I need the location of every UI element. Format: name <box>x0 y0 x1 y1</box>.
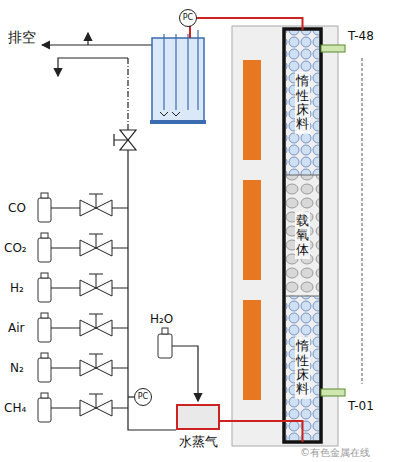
condenser <box>150 18 206 124</box>
gas-cylinder <box>38 238 51 262</box>
pressure-controller: PC <box>134 388 152 406</box>
gas-supply <box>38 193 128 422</box>
gas-name: H₂ <box>10 282 24 294</box>
heated-line <box>197 18 303 30</box>
valve-handle <box>89 274 103 288</box>
gas-cylinder <box>38 198 51 222</box>
water-bottle <box>158 328 198 401</box>
pc-text: PC <box>138 393 148 401</box>
gas-name: Air <box>8 322 24 334</box>
gas-cylinder <box>38 278 51 302</box>
gas-cylinder <box>38 398 51 422</box>
inert-bed-section: 惰性床料 <box>287 33 318 173</box>
valve-handle <box>89 234 103 248</box>
thermocouple-label: T-48 <box>348 30 374 42</box>
gas-name: CO₂ <box>4 242 27 254</box>
pressure-controller: PC <box>179 9 197 27</box>
vent-piping <box>42 33 165 130</box>
steam-generator <box>176 404 220 430</box>
vent-label: 排空 <box>8 30 36 44</box>
section-label: 惰性床料 <box>295 337 310 398</box>
gas-name: CH₄ <box>4 402 26 414</box>
node-heading: 水蒸气 <box>179 435 218 448</box>
valve-handle <box>89 314 103 328</box>
thermocouple-label: T-01 <box>348 400 374 412</box>
water-label: H₂O <box>150 313 173 325</box>
main-gas-line <box>128 150 176 430</box>
gas-name: CO <box>8 202 26 214</box>
thermocouples <box>321 45 362 396</box>
gas-cylinder <box>38 358 51 382</box>
furnace <box>232 26 338 446</box>
gas-name: N₂ <box>10 362 24 374</box>
cylinder-neck <box>41 313 48 318</box>
watermark: ©有色金属在线 <box>300 448 370 458</box>
heated-line <box>220 421 303 442</box>
inert-bed-section: 惰性床料 <box>287 297 318 439</box>
valve <box>114 130 136 150</box>
cylinder-neck <box>41 353 48 358</box>
valve-handle <box>89 354 103 368</box>
cylinder-neck <box>41 273 48 278</box>
section-label: 载氧体 <box>295 212 310 259</box>
oxygen-carrier-section: 载氧体 <box>287 176 318 295</box>
pc-text: PC <box>183 14 193 22</box>
section-label: 惰性床料 <box>295 72 310 133</box>
cylinder-neck <box>41 193 48 198</box>
cylinder-neck <box>41 233 48 238</box>
cylinder-neck <box>41 393 48 398</box>
valve-handle <box>89 194 103 208</box>
valve-handle <box>89 394 103 408</box>
gas-cylinder <box>38 318 51 342</box>
